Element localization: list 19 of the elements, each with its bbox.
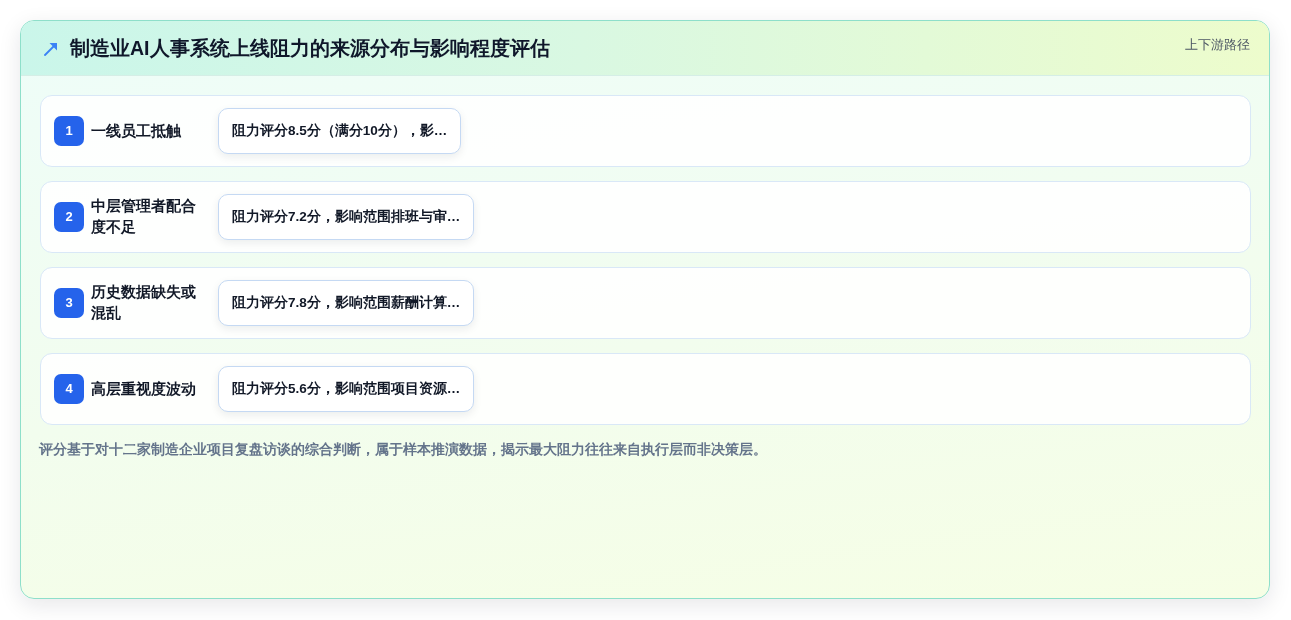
number-badge: 3: [54, 288, 84, 318]
score-chip: 阻力评分8.5分（满分10分），影…: [218, 108, 462, 154]
row-card: [40, 95, 1251, 167]
corner-label: 上下游路径: [1185, 36, 1250, 54]
row-label: 一线员工抵触: [91, 121, 182, 141]
number-badge: 4: [54, 374, 84, 404]
score-chip: 阻力评分7.8分，影响范围薪酬计算…: [218, 280, 475, 326]
row-card: [40, 181, 1251, 253]
title: 制造业AI人事系统上线阻力的来源分布与影响程度评估: [70, 36, 550, 61]
row-label: 高层重视度波动: [91, 379, 197, 399]
score-chip: 阻力评分5.6分，影响范围项目资源…: [218, 366, 475, 412]
row-label: 历史数据缺失或混乱: [91, 283, 197, 323]
row-label: 中层管理者配合度不足: [91, 197, 197, 237]
number-badge: 2: [54, 202, 84, 232]
footnote: 评分基于对十二家制造企业项目复盘访谈的综合判断，属于样本推演数据，揭示最大阻力往往来自执行层而非决策层。: [39, 441, 767, 459]
number-badge: 1: [54, 116, 84, 146]
row-card: [40, 353, 1251, 425]
row-card: [40, 267, 1251, 339]
score-chip: 阻力评分7.2分，影响范围排班与审…: [218, 194, 475, 240]
